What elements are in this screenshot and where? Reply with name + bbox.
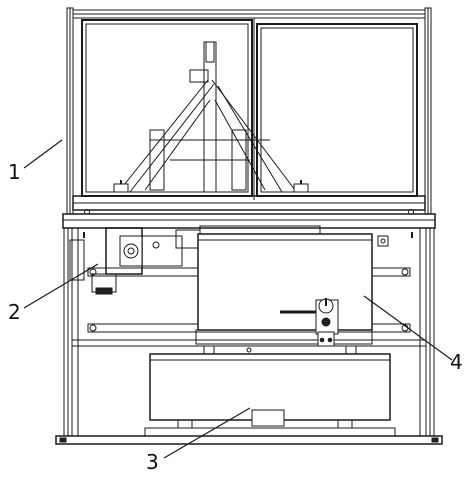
motor-assembly — [69, 227, 201, 295]
bottom-tray — [149, 353, 391, 429]
lower-frame — [55, 227, 443, 445]
carriage-box — [195, 225, 389, 355]
a-frame-support — [113, 41, 309, 193]
callout-label-4: 4 — [450, 350, 463, 374]
callout-label-2: 2 — [8, 300, 21, 324]
callout-label-3: 3 — [146, 450, 159, 474]
leader-lines — [23, 139, 453, 459]
callout-label-1: 1 — [8, 160, 21, 184]
upper-enclosure — [62, 7, 436, 229]
